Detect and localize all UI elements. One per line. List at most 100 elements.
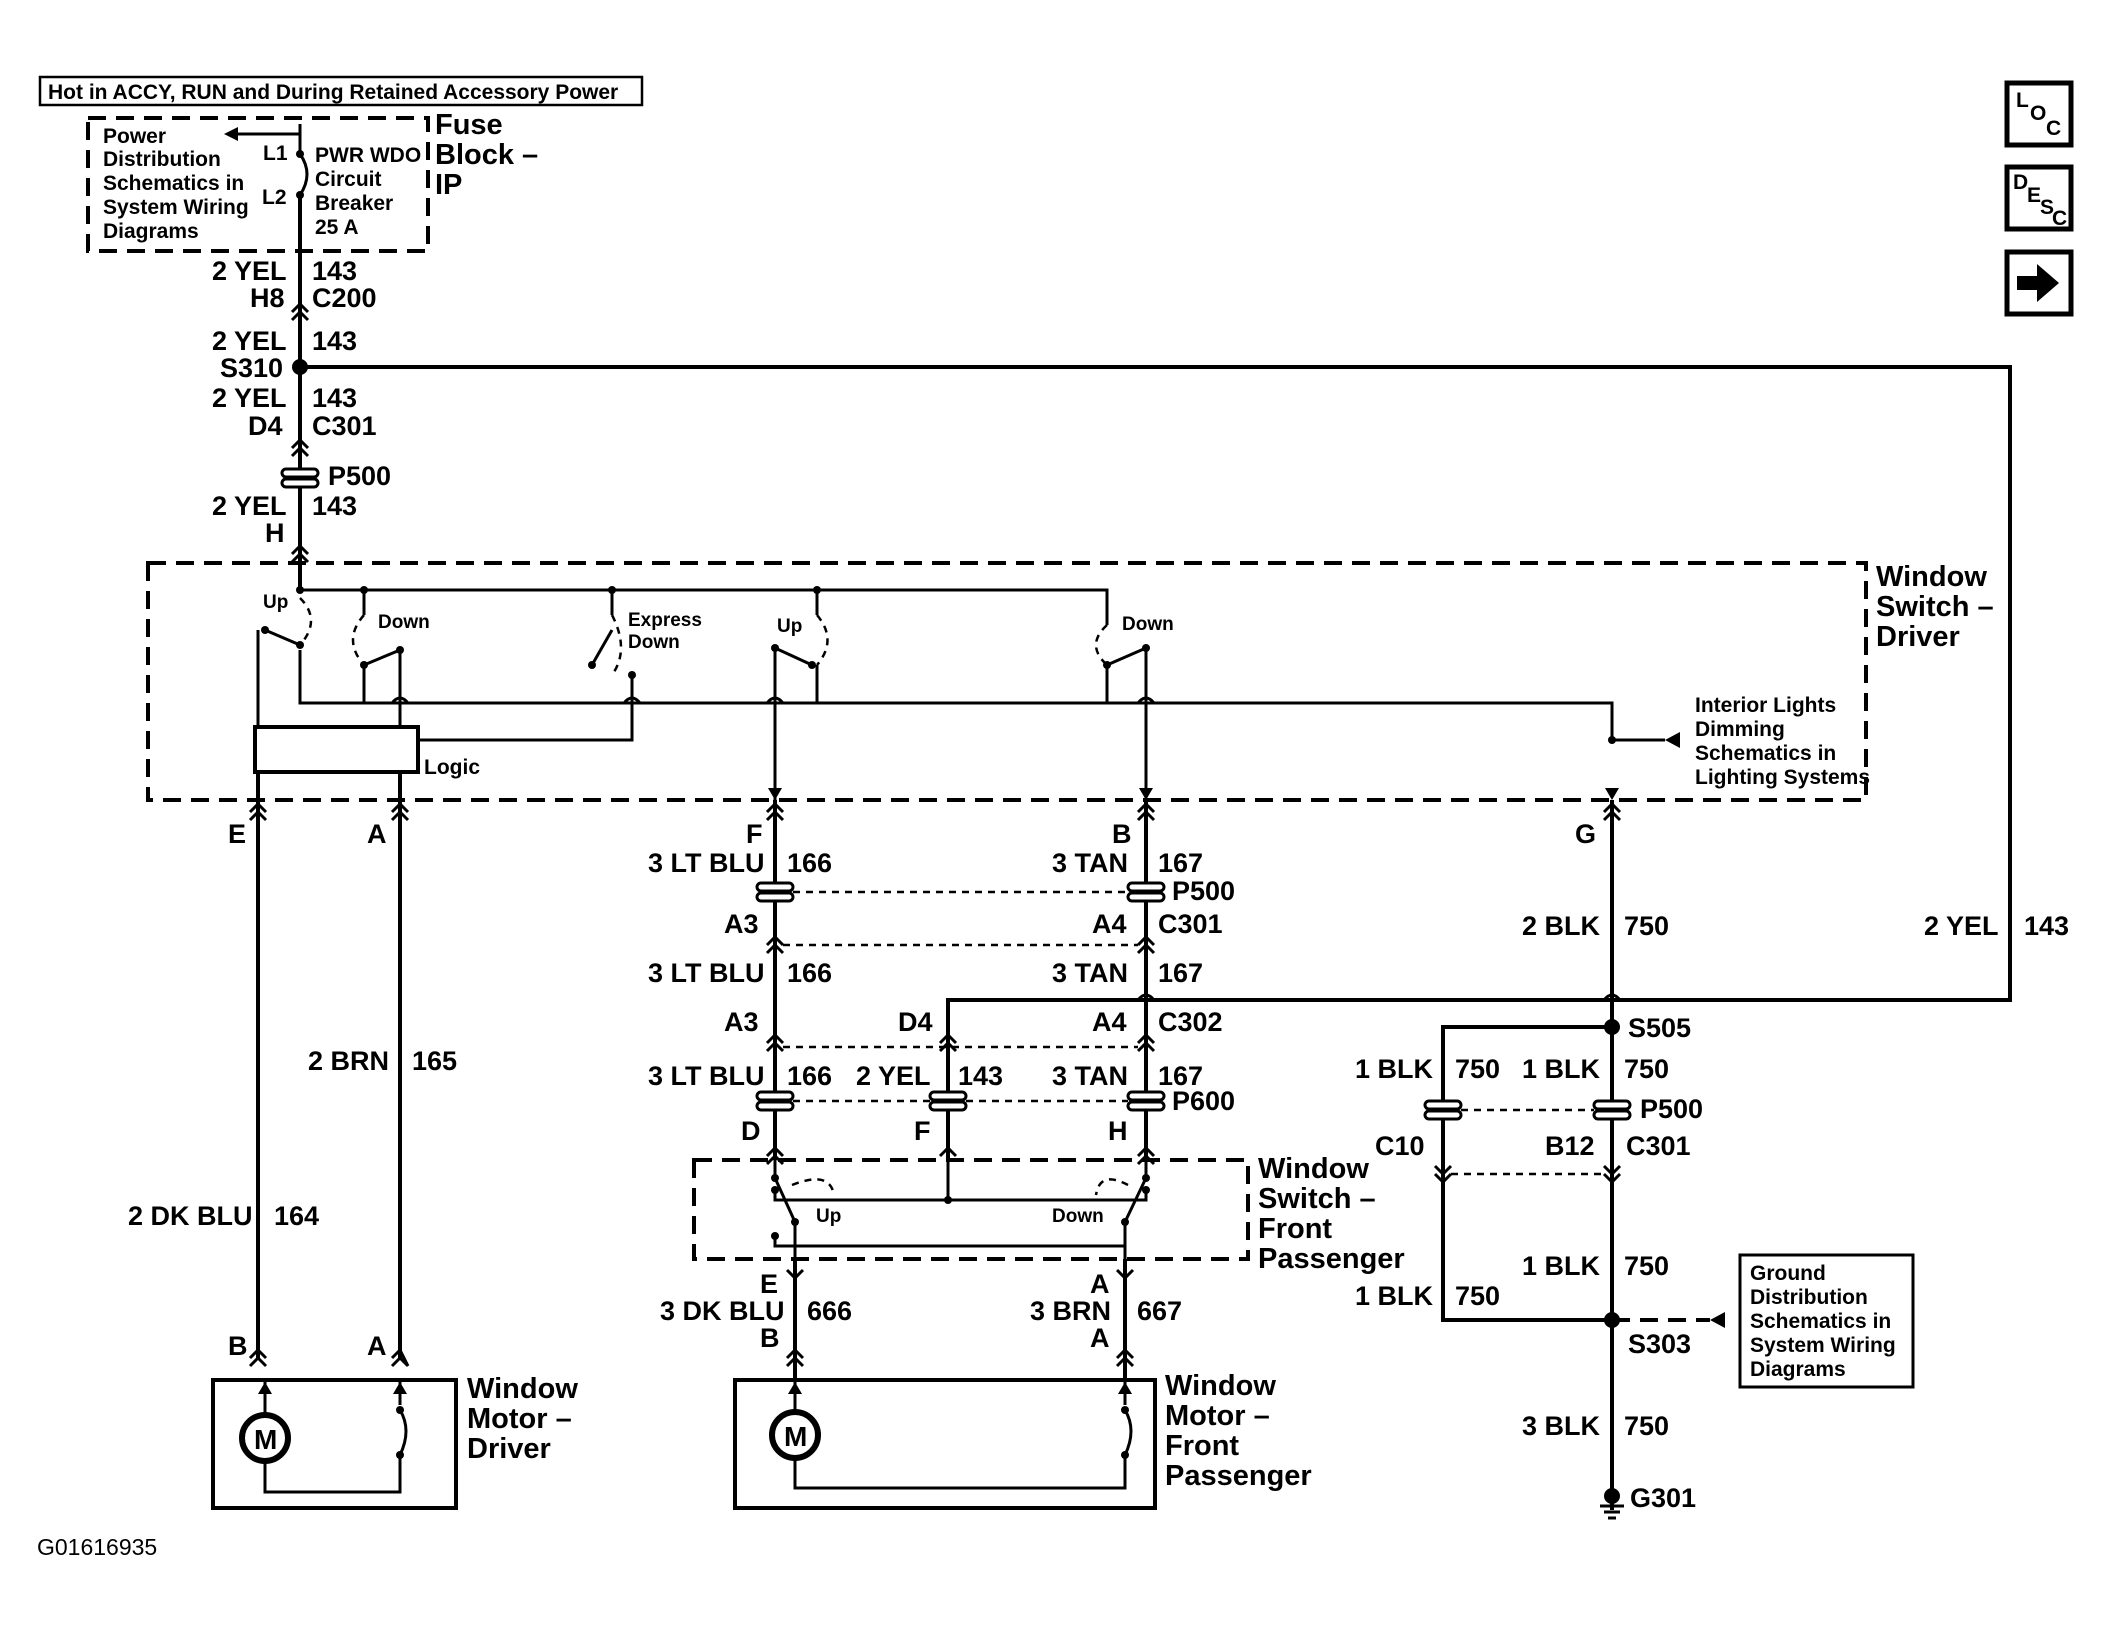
pass-tan3-circuit: 167 xyxy=(1158,1061,1203,1091)
feed-c3: 143 xyxy=(312,383,357,413)
driver-switch-pin-a: A xyxy=(367,819,387,849)
gnd-blk1c-circuit: 750 xyxy=(1624,1251,1669,1281)
gnd-conn-c301: C301 xyxy=(1626,1131,1691,1161)
arrow-right-icon xyxy=(2017,264,2059,302)
feed-w3: 2 YEL xyxy=(212,383,287,413)
pass-ltblu3-circuit: 166 xyxy=(787,1061,832,1091)
feed-w2: 2 YEL xyxy=(212,326,287,356)
splice-s310: S310 xyxy=(220,353,283,383)
pass-ltblu3-wire: 3 LT BLU xyxy=(648,1061,765,1091)
loc-letter-l: L xyxy=(2016,89,2029,112)
gnd-p500: P500 xyxy=(1640,1094,1703,1124)
pass-ltblu1-wire: 3 LT BLU xyxy=(648,848,765,878)
pass-pin-a3-1: A3 xyxy=(724,909,759,939)
dimming-input-arrow-icon xyxy=(1665,732,1680,748)
feed-c2: 143 xyxy=(312,326,357,356)
fuse-ref-line3: Schematics in xyxy=(103,172,244,195)
pass-motor-name4: Passenger xyxy=(1165,1460,1312,1492)
pass-pin-e: E xyxy=(760,1269,778,1299)
pass-pin-d: D xyxy=(741,1116,761,1146)
feed-w1: 2 YEL xyxy=(212,256,287,286)
passenger-up-control-contact xyxy=(774,646,813,667)
gnd-blk3-circuit: 750 xyxy=(1624,1411,1669,1441)
driver-switch-upper-bus xyxy=(300,588,1109,625)
driver-up-label: Up xyxy=(263,592,288,613)
driver-switch-box xyxy=(146,561,1868,802)
gnd-blk1a-circuit: 750 xyxy=(1455,1054,1500,1084)
feed-pin4: H xyxy=(265,518,285,548)
connector-c301-symbol xyxy=(290,437,310,458)
pass-pin-f: F xyxy=(914,1116,931,1146)
ground-ref-5: Diagrams xyxy=(1750,1358,1846,1381)
gnd-pin-b12: B12 xyxy=(1545,1131,1595,1161)
driver-dkblu-wire: 2 DK BLU xyxy=(128,1201,253,1231)
pass-down-contact xyxy=(1123,1177,1148,1223)
driver-switch-name1: Window xyxy=(1876,561,1987,593)
terminal-l1: L1 xyxy=(263,142,288,165)
gnd-blk3-wire: 3 BLK xyxy=(1522,1411,1601,1441)
desc-button[interactable]: D E S C xyxy=(2004,164,2074,232)
passenger-down-control-contact xyxy=(1106,646,1147,667)
circuit-breaker-symbol xyxy=(298,153,309,196)
pass-up-label: Up xyxy=(816,1206,841,1227)
driver-switch-pin-g: G xyxy=(1575,819,1596,849)
passenger-limit-switch xyxy=(1123,1409,1133,1456)
desc-letter-d: D xyxy=(2013,171,2028,194)
gnd-blk2-circuit: 750 xyxy=(1624,911,1669,941)
next-arrow-button[interactable] xyxy=(2004,249,2074,317)
pass-ltblu2-wire: 3 LT BLU xyxy=(648,958,765,988)
driver-down2-label: Down xyxy=(1122,614,1174,635)
pass-conn-c302: C302 xyxy=(1158,1007,1223,1037)
ground-ref-box xyxy=(1738,1253,1915,1389)
pass-switch-name4: Passenger xyxy=(1258,1243,1405,1275)
driver-down-contact xyxy=(363,648,401,667)
loc-letter-o: O xyxy=(2030,102,2046,125)
gnd-blk2-wire: 2 BLK xyxy=(1522,911,1601,941)
logic-module xyxy=(253,725,420,774)
pass-brn-wire: 3 BRN xyxy=(1030,1296,1111,1326)
pass-switch-name2: Switch – xyxy=(1258,1183,1376,1215)
dimming-ref-2: Dimming xyxy=(1695,718,1785,741)
fuse-ref-line5: Diagrams xyxy=(103,220,199,243)
dimming-ref-1: Interior Lights xyxy=(1695,694,1836,717)
driver-up-contact xyxy=(264,628,301,647)
pass-down-label: Down xyxy=(1052,1206,1104,1227)
ground-g301: G301 xyxy=(1630,1483,1696,1513)
terminal-l2: L2 xyxy=(262,186,287,209)
driver-motor-name3: Driver xyxy=(467,1433,551,1465)
desc-letter-s: S xyxy=(2040,196,2054,219)
gnd-blk1d-circuit: 750 xyxy=(1455,1281,1500,1311)
feed-c4: 143 xyxy=(312,491,357,521)
pass-p600: P600 xyxy=(1172,1086,1235,1116)
pass-motor-name3: Front xyxy=(1165,1430,1239,1462)
pass-tan3-wire: 3 TAN xyxy=(1052,1061,1128,1091)
fuse-ref-line1: Power xyxy=(103,125,166,148)
pass-pin-a: A xyxy=(1090,1269,1110,1299)
loc-button[interactable]: L O C xyxy=(2004,80,2074,148)
feed-c1: 143 xyxy=(312,256,357,286)
gnd-blk1b-circuit: 750 xyxy=(1624,1054,1669,1084)
inline-p500-symbol xyxy=(280,467,320,479)
pass-tan1-circuit: 167 xyxy=(1158,848,1203,878)
dimming-ref-4: Lighting Systems xyxy=(1695,766,1870,789)
pass-ltblu1-circuit: 166 xyxy=(787,848,832,878)
pass-switch-name1: Window xyxy=(1258,1153,1369,1185)
driver-switch-name2: Switch – xyxy=(1876,591,1994,623)
pass-up-contact xyxy=(773,1177,797,1223)
dimming-ref-3: Schematics in xyxy=(1695,742,1836,765)
splice-s505: S505 xyxy=(1628,1013,1691,1043)
header-label-box xyxy=(38,75,644,107)
pass-pin-h: H xyxy=(1108,1116,1128,1146)
gnd-yel-right-circuit: 143 xyxy=(2024,911,2069,941)
driver-up2-label: Up xyxy=(777,616,802,637)
gnd-yel-right-wire: 2 YEL xyxy=(1924,911,1999,941)
driver-motor-name1: Window xyxy=(467,1373,578,1405)
pass-pin-a3-2: A3 xyxy=(724,1007,759,1037)
fuse-block-box xyxy=(86,116,430,253)
driver-switch-pin-b: B xyxy=(1112,819,1132,849)
breaker-line2: Circuit xyxy=(315,168,382,191)
wire-143-to-passenger xyxy=(300,365,2012,1002)
gnd-blk1c-wire: 1 BLK xyxy=(1522,1251,1601,1281)
feed-pin3: D4 xyxy=(248,411,283,441)
ground-icon xyxy=(1600,1488,1624,1520)
